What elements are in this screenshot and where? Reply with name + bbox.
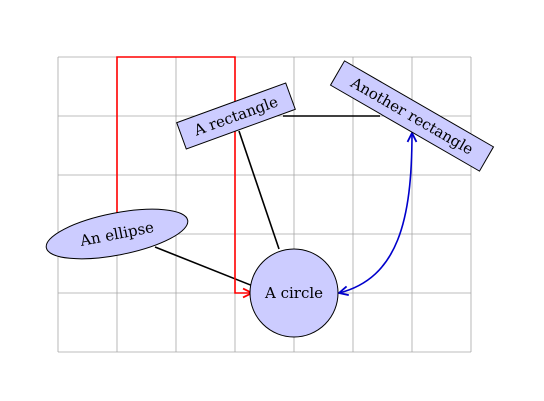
edge-red-ellipse-circle [116, 56, 252, 293]
circle-label: A circle [264, 284, 323, 302]
edge-ellipse-circle [154, 246, 259, 289]
node-ellipse[interactable]: An ellipse [42, 200, 191, 269]
edges [116, 56, 412, 293]
circle-shape [249, 248, 339, 338]
another-rectangle-shape [329, 60, 495, 172]
edge-circle-rectangle [238, 130, 280, 250]
rectangle-shape [176, 82, 296, 150]
edge-blue-circle-another-rectangle [339, 133, 412, 293]
ellipse-shape [45, 208, 189, 260]
node-rectangle[interactable]: A rectangle [176, 82, 296, 150]
node-circle[interactable]: A circle [249, 248, 339, 338]
